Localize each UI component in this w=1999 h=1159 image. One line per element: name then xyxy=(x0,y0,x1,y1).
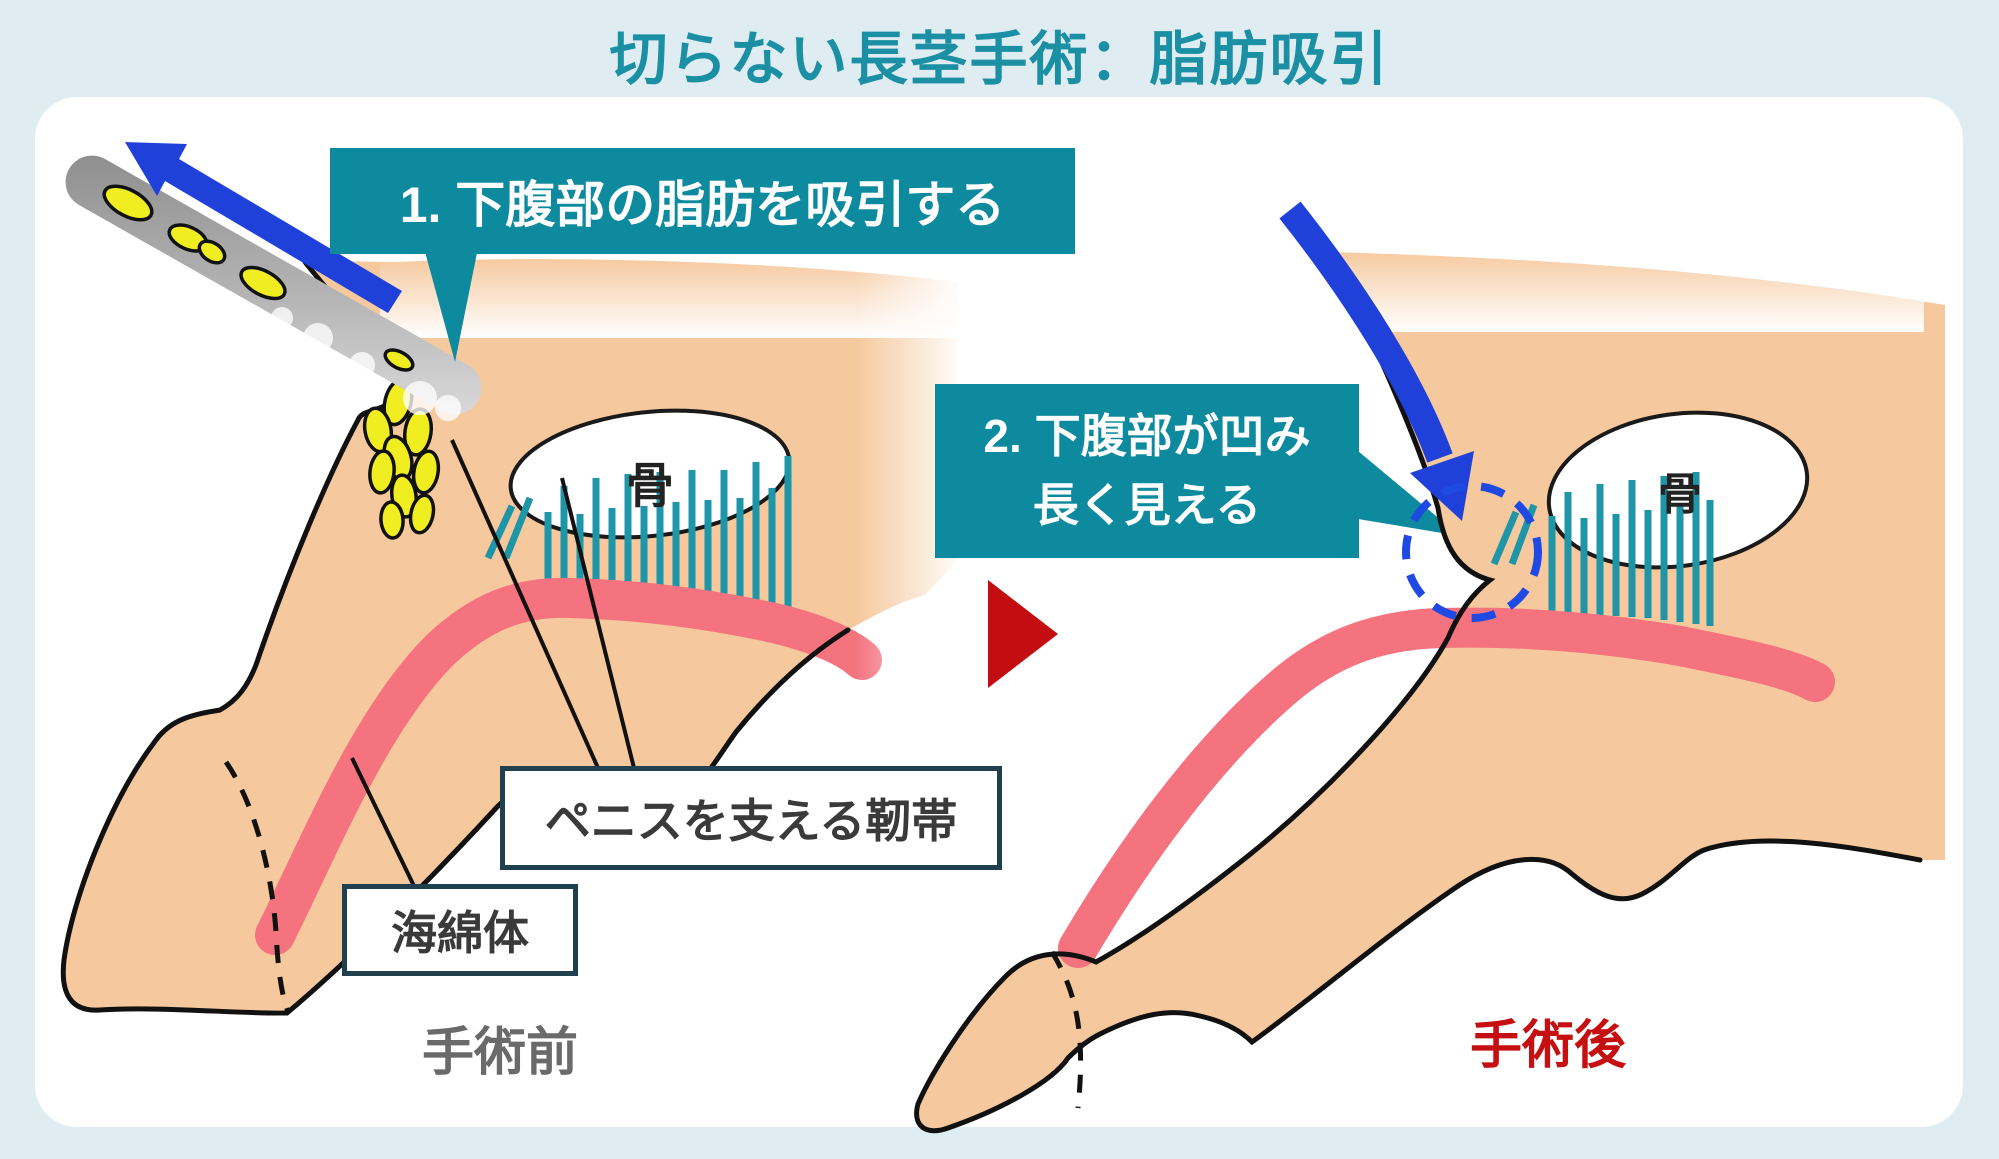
after-glans-dashed-line xyxy=(1049,950,1084,1109)
fat-cells-in-cannula xyxy=(102,184,415,372)
suction-direction-arrow-icon xyxy=(125,142,402,313)
corpus-label-box: 海綿体 xyxy=(342,884,578,976)
step1-callout-pointer xyxy=(424,248,478,362)
after-corpus-band xyxy=(1058,607,1835,968)
step2-callout-line1: 2. 下腹部が凹み xyxy=(983,410,1311,462)
after-skin-outline xyxy=(914,249,1923,1134)
before-corpus-band xyxy=(255,577,882,955)
after-bone-label: 骨 xyxy=(1658,470,1702,519)
step1-callout-label: 1. 下腹部の脂肪を吸引する xyxy=(399,177,1006,233)
ligament-label-box: ペニスを支える靭帯 xyxy=(500,766,1002,870)
before-caption: 手術前 xyxy=(421,1024,578,1082)
page-title: 切らない長茎手術：脂肪吸引 xyxy=(609,27,1390,92)
dent-highlight-circle xyxy=(1402,482,1542,622)
before-bone-label: 骨 xyxy=(625,460,674,513)
suction-wisps xyxy=(271,307,461,421)
ligament-label: ペニスを支える靭帯 xyxy=(544,795,958,847)
step2-callout: 2. 下腹部が凹み 長く見える xyxy=(935,384,1359,558)
annotation-leader-lines xyxy=(350,439,636,887)
step2-callout-pointer xyxy=(1352,446,1460,536)
fat-cells-cluster xyxy=(362,377,441,540)
dent-direction-arrow-icon xyxy=(1279,201,1474,521)
before-after-transition-arrow-icon xyxy=(988,580,1058,688)
corpus-label: 海綿体 xyxy=(391,907,529,959)
step1-callout: 1. 下腹部の脂肪を吸引する xyxy=(330,148,1075,254)
after-caption: 手術後 xyxy=(1469,1017,1626,1075)
before-glans-dashed-line xyxy=(223,760,291,1013)
liposuction-cannula xyxy=(65,155,482,421)
after-top-fade xyxy=(1329,248,1924,332)
step2-callout-line2: 長く見える xyxy=(1032,479,1262,531)
